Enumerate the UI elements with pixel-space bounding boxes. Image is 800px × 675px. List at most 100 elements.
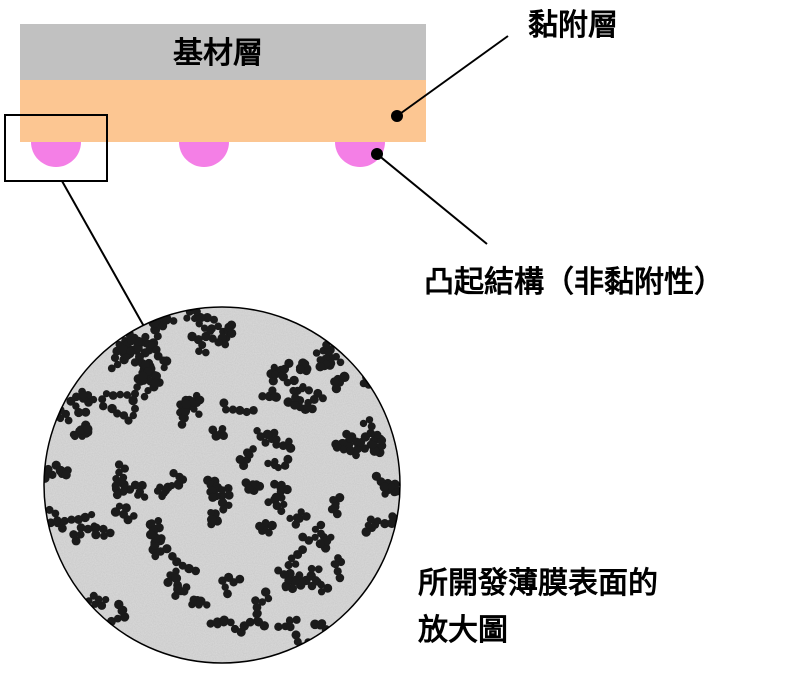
particle-dot (264, 459, 272, 468)
particle-dot (131, 404, 139, 413)
particle-dot (154, 517, 163, 525)
particle-dot (126, 347, 135, 355)
adhesive-label: 黏附層 (528, 8, 618, 43)
particle-dot (113, 360, 122, 369)
particle-dot (284, 576, 293, 584)
bump-1 (31, 142, 81, 167)
micrograph-texture (44, 307, 400, 663)
particle-dot (214, 322, 222, 331)
particle-dot (379, 482, 390, 492)
particle-dot (117, 606, 126, 616)
bump-leader-dot (371, 148, 383, 160)
particle-dot (48, 470, 57, 479)
particle-dot (271, 492, 281, 502)
particle-dot (268, 386, 277, 395)
particle-dot (367, 429, 376, 438)
particle-dot (89, 395, 98, 404)
particle-dot (196, 596, 206, 606)
particle-dot (123, 391, 132, 399)
particle-dot (110, 507, 121, 517)
particle-dot (190, 405, 198, 413)
particle-dot (125, 485, 135, 494)
particle-dot (315, 362, 325, 372)
particle-dot (310, 619, 320, 630)
particle-dot (302, 512, 311, 521)
particle-dot (150, 378, 160, 388)
particle-dot (258, 392, 267, 401)
particle-dot (299, 383, 307, 391)
particle-dot (270, 393, 278, 401)
particle-dot (290, 400, 300, 410)
particle-dot (69, 530, 78, 539)
particle-dot (172, 567, 180, 575)
particle-dot (291, 560, 300, 568)
particle-dot (61, 470, 71, 480)
particle-dot (168, 482, 176, 490)
particle-dot (261, 438, 270, 447)
particle-dot (368, 440, 378, 449)
particle-dot (293, 550, 302, 559)
particle-dot (315, 539, 325, 549)
particle-dot (373, 430, 382, 439)
particle-dot (336, 358, 345, 367)
particle-dot (92, 523, 101, 532)
particle-dot (219, 505, 228, 514)
particle-dot (261, 587, 271, 597)
particle-dot (151, 552, 160, 561)
particle-dot (235, 455, 245, 464)
particle-dot (106, 528, 115, 538)
particle-dot (284, 358, 294, 368)
particle-dot (352, 451, 360, 460)
particle-dot (112, 475, 120, 483)
particle-dot (271, 370, 279, 379)
particle-dot (267, 520, 277, 531)
particle-dot (329, 496, 338, 504)
particle-dot (97, 601, 107, 610)
particle-dot (253, 427, 261, 435)
particle-dot (146, 530, 156, 540)
particle-dot (335, 493, 345, 503)
particle-dot (323, 347, 332, 356)
particle-dot (207, 508, 215, 517)
particle-dot (286, 514, 294, 523)
particle-dot (206, 619, 215, 628)
particle-dot (286, 616, 294, 624)
particle-dot (368, 374, 377, 383)
particle-dot (289, 386, 298, 395)
particle-dot (163, 577, 173, 588)
particle-dot (91, 530, 101, 540)
particle-dot (207, 514, 217, 525)
particle-dot (81, 407, 91, 417)
particle-dot (292, 615, 301, 624)
particle-dot (259, 621, 269, 631)
particle-dot (262, 429, 273, 440)
particle-dot (74, 515, 83, 524)
particle-dot (235, 574, 245, 584)
particle-dot (152, 307, 160, 308)
particle-dot (330, 502, 340, 512)
particle-dot (361, 527, 371, 537)
particle-dot (332, 442, 342, 452)
particle-dot (150, 540, 160, 550)
particle-dot (189, 595, 199, 605)
particle-dot (309, 394, 319, 404)
particle-dot (99, 524, 108, 534)
particle-dot (173, 479, 184, 489)
particle-dot (225, 501, 233, 509)
micrograph-border (43, 306, 401, 664)
adhesive-leader-line (396, 35, 509, 117)
particle-dot (284, 561, 293, 570)
particle-dot (274, 622, 283, 631)
particle-dot (246, 451, 254, 459)
particle-dot (195, 347, 203, 356)
micrograph (43, 306, 401, 664)
particle-dot (129, 411, 137, 420)
particle-dot (291, 393, 300, 402)
particle-dot (366, 515, 375, 524)
magnified-caption-line1: 所開發薄膜表面的 (418, 566, 658, 601)
particle-dot (285, 437, 293, 446)
particle-dot (107, 364, 116, 373)
particle-dot (147, 307, 157, 314)
particle-dot (353, 444, 363, 454)
particle-dot (173, 584, 183, 593)
